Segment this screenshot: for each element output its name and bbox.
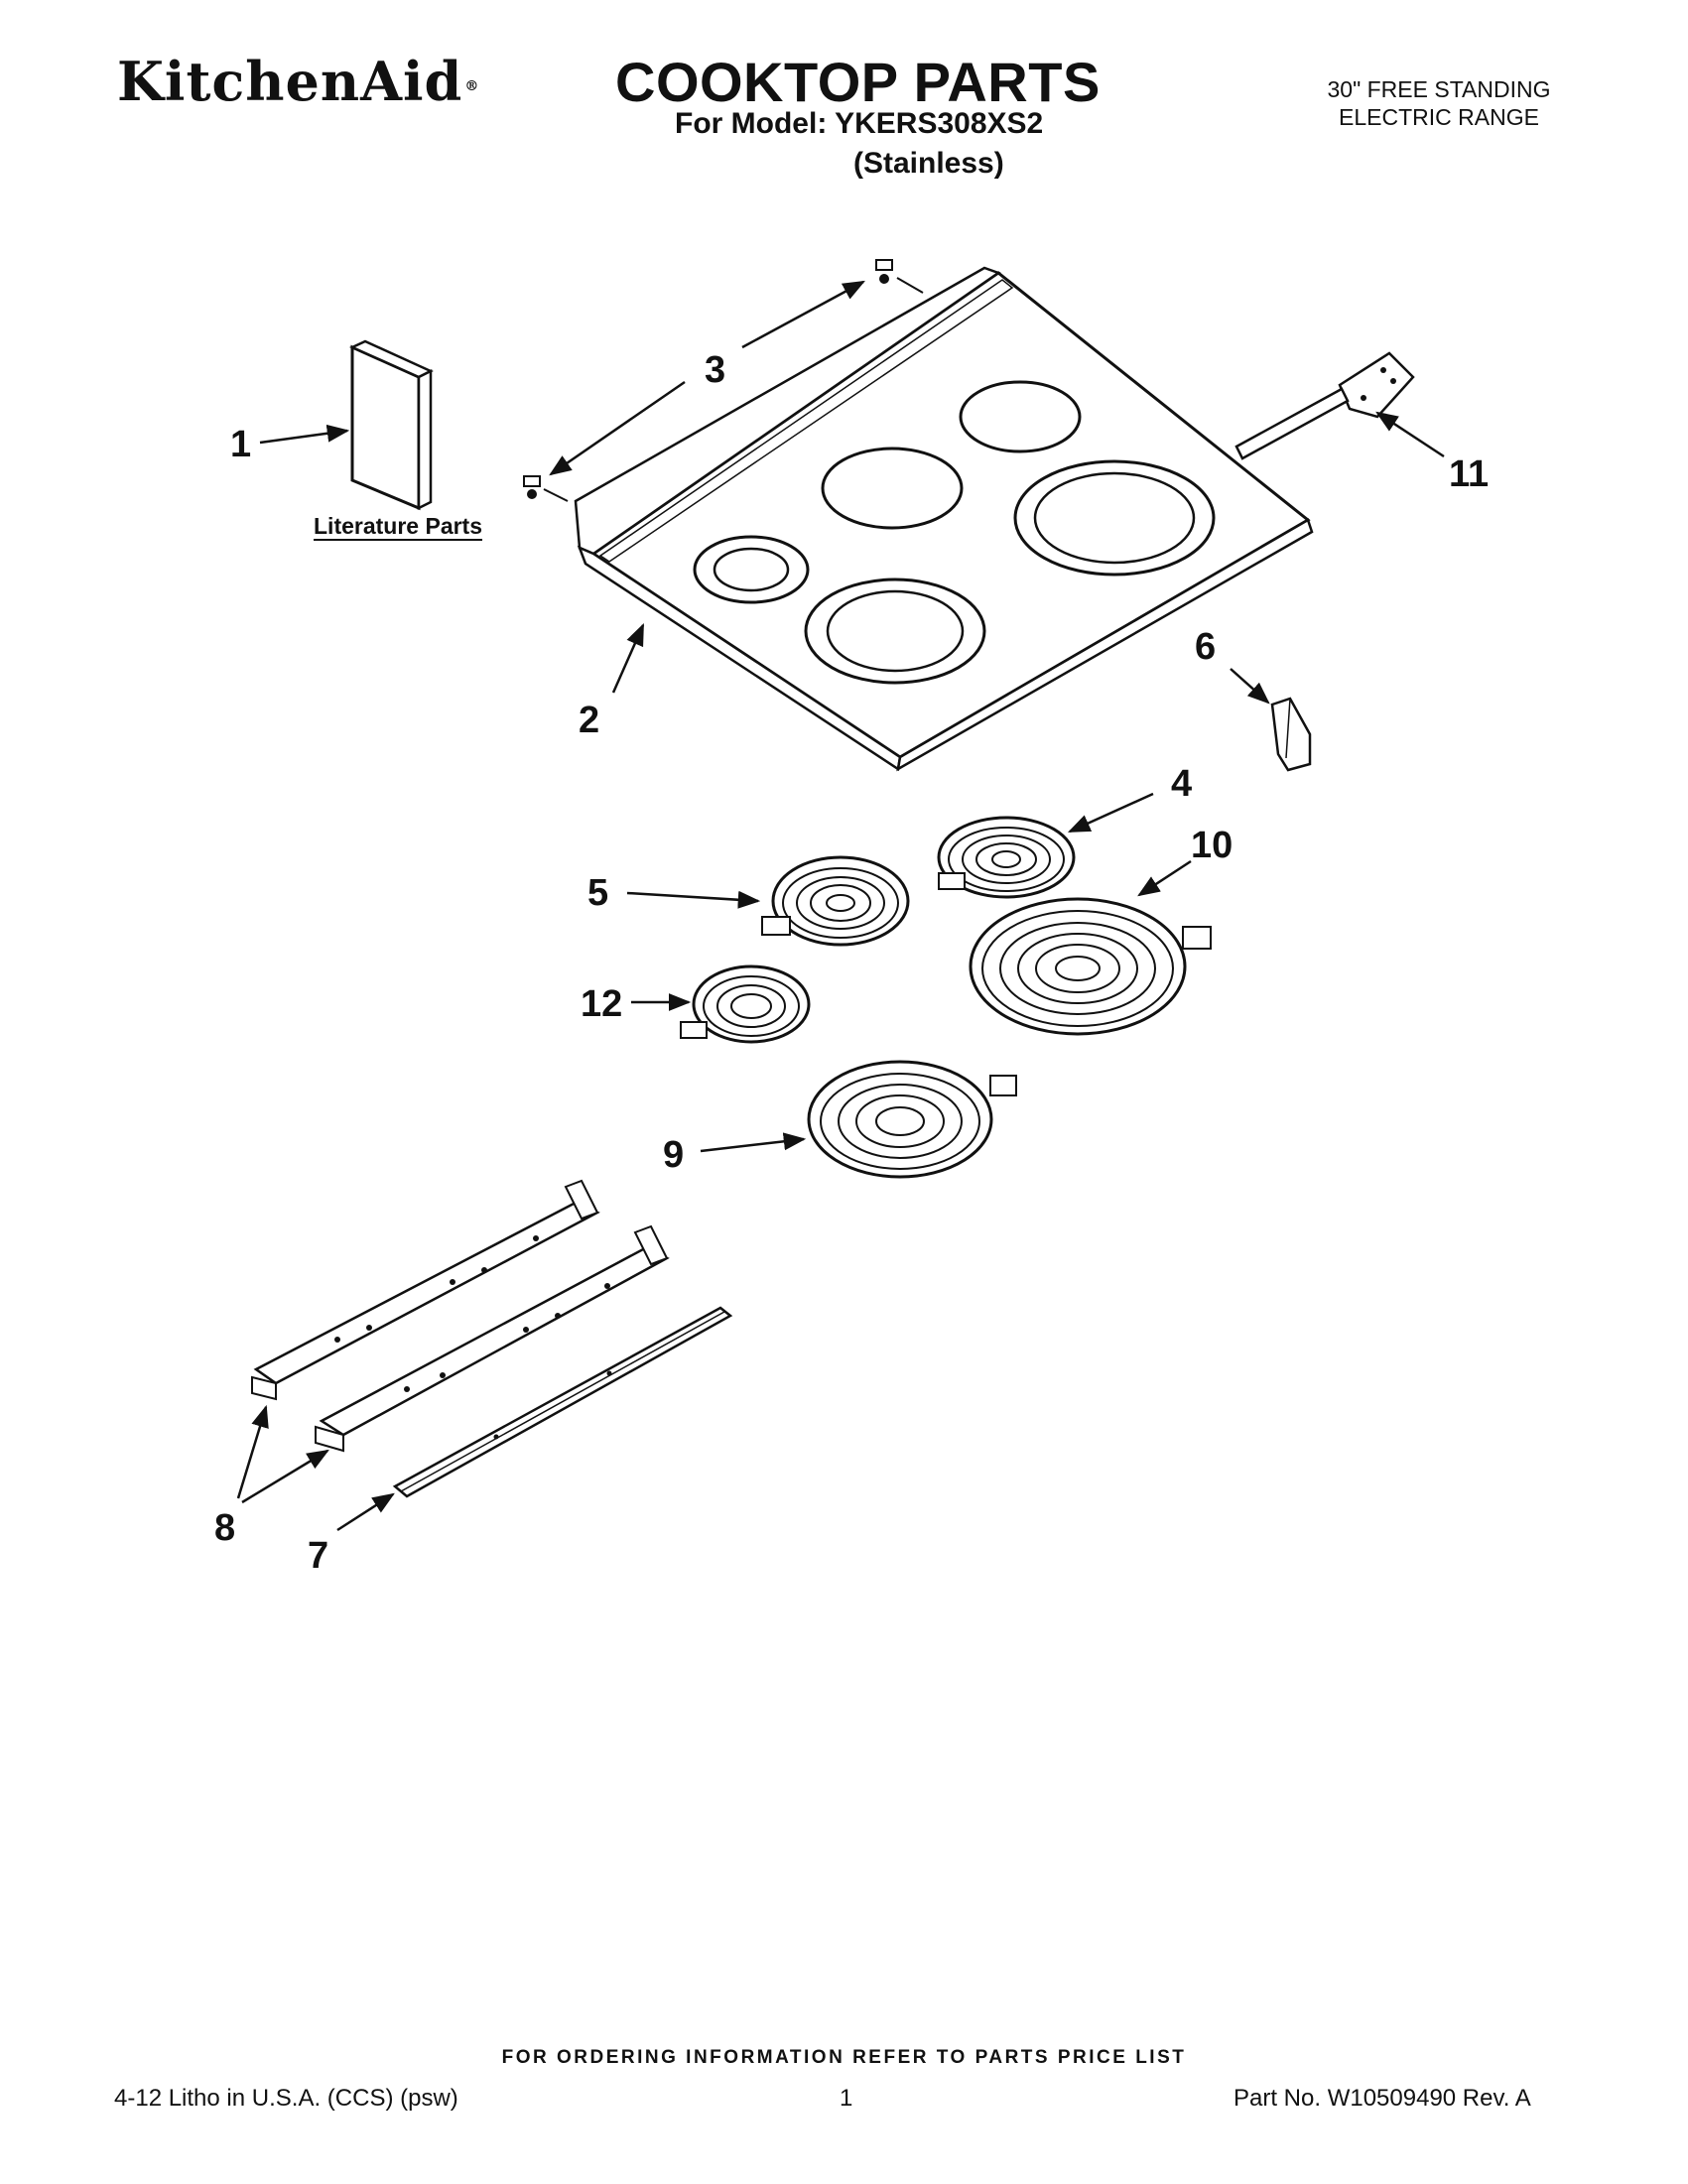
cooktop-front-trim-strip	[392, 1306, 733, 1498]
model-line: For Model: YKERS308XS2	[675, 107, 1044, 140]
cooktop-support-rail-front	[315, 1224, 670, 1453]
page-title: COOKTOP PARTS	[615, 51, 1101, 113]
callout-7: 7	[308, 1535, 328, 1577]
cooktop-main-top	[574, 266, 1314, 772]
callout-7-leader	[336, 1492, 395, 1532]
cooktop-support-bracket	[1234, 351, 1415, 460]
callout-11-leader	[1375, 411, 1445, 458]
callout-8-leader-rear	[236, 1404, 269, 1499]
callout-4-leader	[1067, 792, 1154, 834]
literature-booklet	[348, 339, 434, 511]
callout-8-leader-front	[241, 1449, 329, 1504]
callout-9-leader	[700, 1132, 807, 1153]
callout-2-leader	[611, 622, 645, 694]
callout-3-leader-upper	[741, 280, 865, 349]
callout-1: 1	[230, 424, 251, 465]
callout-4: 4	[1171, 763, 1192, 805]
callout-2: 2	[579, 700, 599, 741]
callout-3-leader-lower	[549, 380, 686, 476]
backguard-clip-upper	[875, 259, 924, 294]
callout-11: 11	[1449, 453, 1489, 495]
callout-10-leader	[1137, 859, 1192, 897]
page-number: 1	[840, 2085, 853, 2112]
callout-5: 5	[587, 872, 608, 914]
surface-element-small-rear	[937, 816, 1076, 899]
callout-8: 8	[214, 1507, 235, 1549]
callout-12: 12	[581, 983, 622, 1025]
callout-6: 6	[1195, 626, 1216, 668]
callout-3: 3	[705, 349, 725, 391]
cooktop-support-rail-rear	[251, 1179, 600, 1401]
brand-name: KitchenAid	[117, 50, 463, 113]
surface-element-large-right	[969, 897, 1212, 1036]
brand-registered-mark: ®	[464, 77, 480, 94]
callout-5-leader	[626, 890, 761, 909]
finish-line: (Stainless)	[853, 147, 1004, 180]
callout-9: 9	[663, 1134, 684, 1176]
appliance-type-line2: ELECTRIC RANGE	[1339, 104, 1539, 130]
surface-element-medium-front	[807, 1060, 1017, 1179]
callout-6-leader	[1230, 668, 1270, 705]
brand-logo: KitchenAid®	[117, 50, 479, 113]
control-clip	[1270, 697, 1312, 772]
callout-1-leader	[259, 424, 350, 445]
surface-element-small-front	[680, 964, 811, 1044]
ordering-note: FOR ORDERING INFORMATION REFER TO PARTS …	[501, 2047, 1187, 2068]
backguard-clip-lower	[523, 475, 569, 502]
callout-10: 10	[1191, 825, 1233, 866]
surface-element-medium-left	[761, 855, 910, 947]
litho-info: 4-12 Litho in U.S.A. (CCS) (psw)	[114, 2085, 458, 2112]
literature-parts-label: Literature Parts	[314, 513, 482, 539]
appliance-type-line1: 30" FREE STANDING	[1327, 76, 1551, 102]
appliance-type: 30" FREE STANDING ELECTRIC RANGE	[1290, 75, 1588, 131]
part-number: Part No. W10509490 Rev. A	[1234, 2085, 1531, 2112]
